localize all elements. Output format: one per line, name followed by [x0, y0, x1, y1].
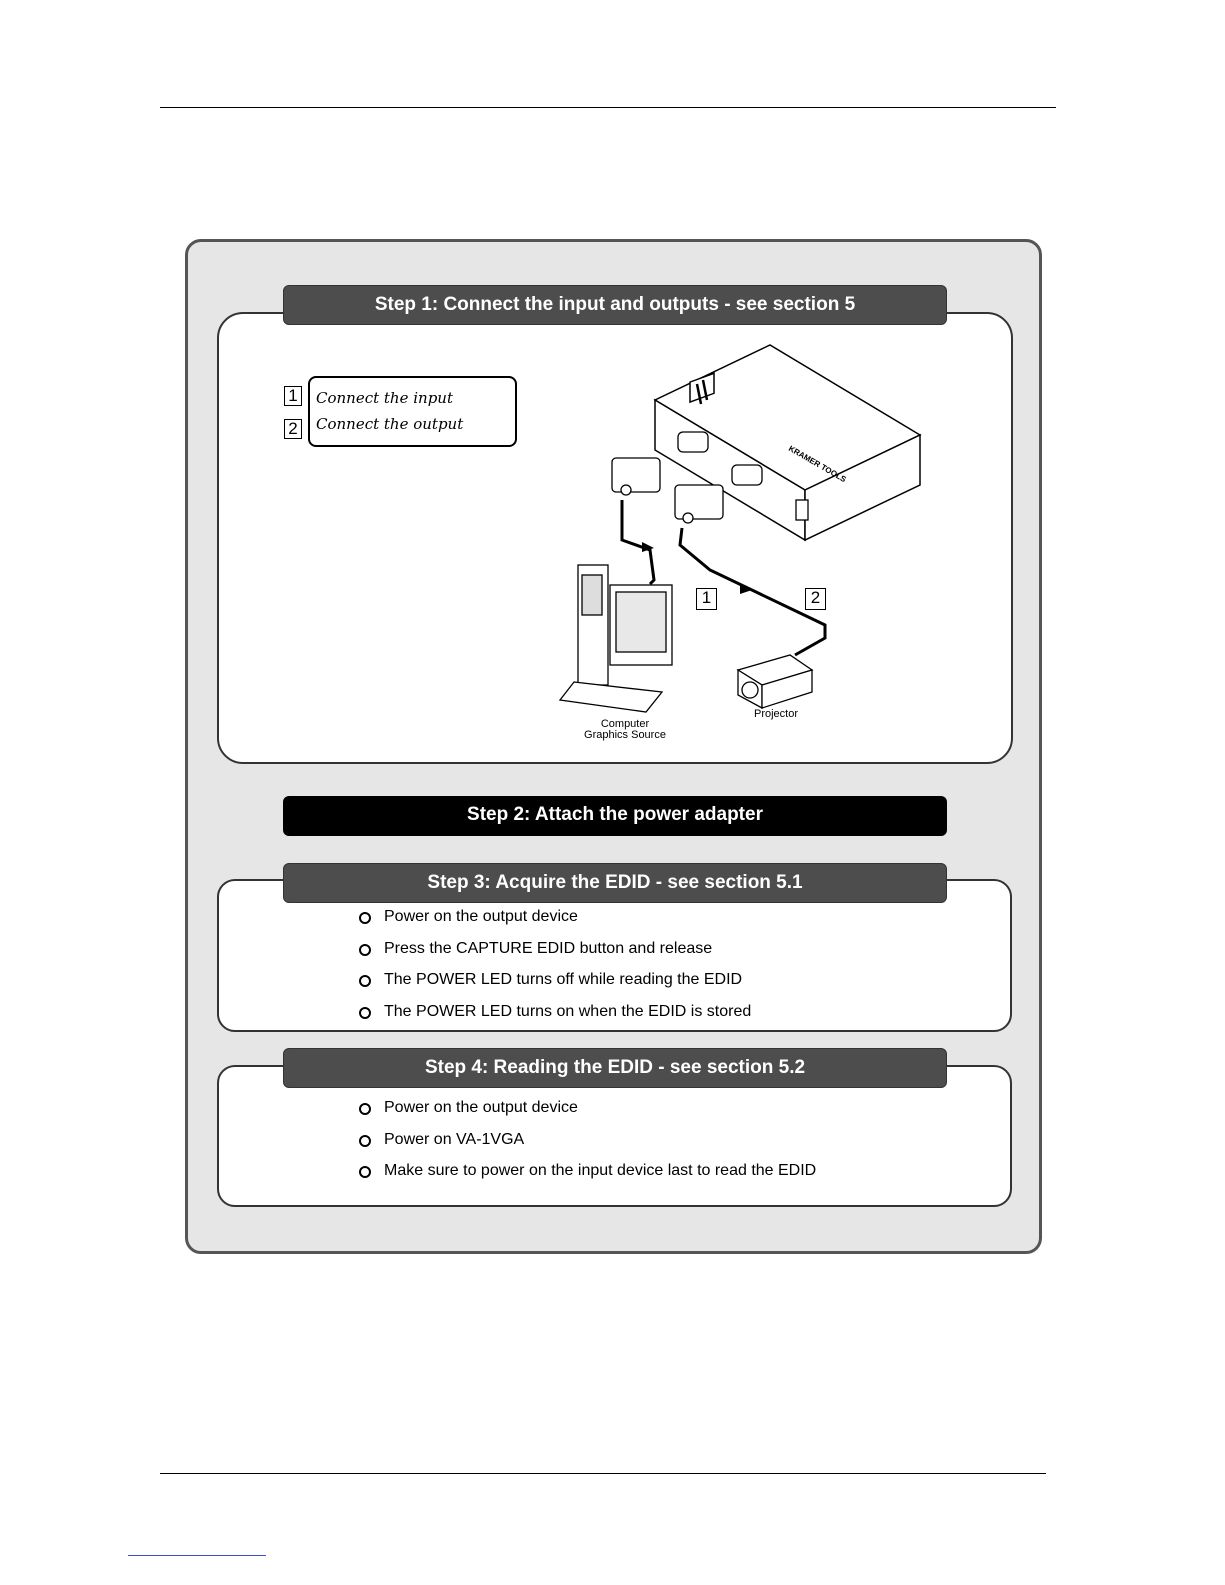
vga-plug-output: [674, 484, 724, 524]
cables: [620, 500, 827, 657]
step3-item: The POWER LED turns off while reading th…: [358, 970, 751, 1002]
source-caption-line2: Graphics Source: [584, 729, 666, 741]
step4-item: Make sure to power on the input device l…: [358, 1161, 816, 1193]
bullet-icon: [359, 1103, 371, 1115]
diagram-callout-2: 2: [805, 588, 826, 610]
signal-arrow-2: [740, 584, 752, 594]
diagram-callout-1: 1: [696, 588, 717, 610]
step4-item: Power on VA-1VGA: [358, 1130, 816, 1162]
computer-icon: [558, 564, 673, 713]
legend-number-1: 1: [284, 386, 302, 406]
step3-panel: [217, 879, 1012, 1032]
step1-title: Step 1: Connect the input and outputs - …: [283, 285, 947, 325]
footer-link-underline: [128, 1555, 266, 1556]
step1-legend: [308, 376, 517, 447]
kramer-logo-icon: [689, 372, 715, 405]
header-rule: [160, 107, 1056, 108]
step2-title: Step 2: Attach the power adapter: [283, 796, 947, 836]
projector-icon: [736, 654, 814, 710]
bullet-icon: [359, 1006, 371, 1019]
footer-rule: [160, 1473, 1046, 1474]
step3-item: Press the CAPTURE EDID button and releas…: [358, 939, 751, 971]
step4-list: Power on the output device Power on VA-1…: [358, 1098, 816, 1193]
bullet-icon: [359, 943, 371, 956]
vga-plug-input: [611, 457, 661, 496]
legend-number-2: 2: [284, 419, 302, 439]
connection-diagram: KRAMER TOOLS: [558, 344, 922, 713]
device-input-connector: [677, 431, 809, 521]
bullet-icon: [359, 975, 371, 987]
step4-item: Power on the output device: [358, 1098, 816, 1130]
signal-arrow-1: [642, 542, 654, 552]
source-caption-line1: Computer: [600, 718, 650, 730]
legend-text-1: Connect the input: [316, 389, 453, 407]
step3-item: The POWER LED turns on when the EDID is …: [358, 1002, 751, 1034]
bullet-icon: [359, 1134, 371, 1147]
step3-item: Power on the output device: [358, 907, 751, 939]
bullet-icon: [359, 1166, 371, 1178]
bullet-icon: [359, 912, 371, 924]
step3-list: Power on the output device Press the CAP…: [358, 907, 751, 1033]
projector-caption: Projector: [753, 708, 799, 720]
step3-title: Step 3: Acquire the EDID - see section 5…: [283, 863, 947, 903]
step4-title: Step 4: Reading the EDID - see section 5…: [283, 1048, 947, 1088]
legend-text-2: Connect the output: [316, 415, 464, 433]
